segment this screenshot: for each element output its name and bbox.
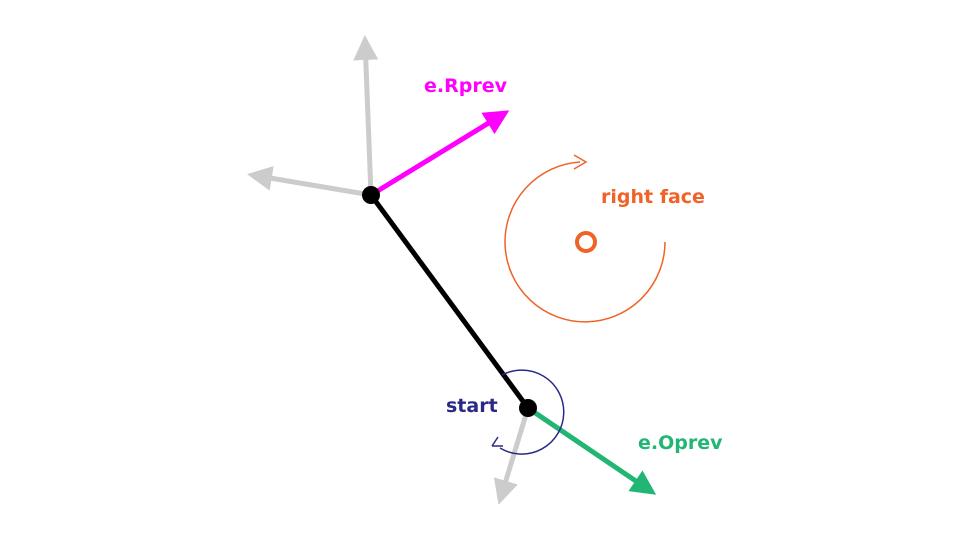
main-edge <box>368 193 531 410</box>
neighbor-edge-left <box>247 165 372 198</box>
e-rprev-arrow <box>369 110 510 198</box>
vertex-top-icon <box>362 186 380 204</box>
label-start: start <box>446 395 498 417</box>
e-oprev-arrow <box>526 405 657 495</box>
neighbor-edge-up <box>353 35 379 196</box>
label-e-oprev: e.Oprev <box>638 432 723 454</box>
right-face-rotation-arrow <box>504 161 666 323</box>
start-rotation-arrowhead <box>491 436 503 447</box>
start-rotation-arrow <box>499 369 565 455</box>
right-face-rotation-arrowhead <box>573 154 588 170</box>
label-right-face: right face <box>601 186 705 208</box>
vertex-bottom-icon <box>519 399 537 417</box>
right-face-marker-icon <box>575 231 597 253</box>
label-e-rprev: e.Rprev <box>424 75 508 97</box>
